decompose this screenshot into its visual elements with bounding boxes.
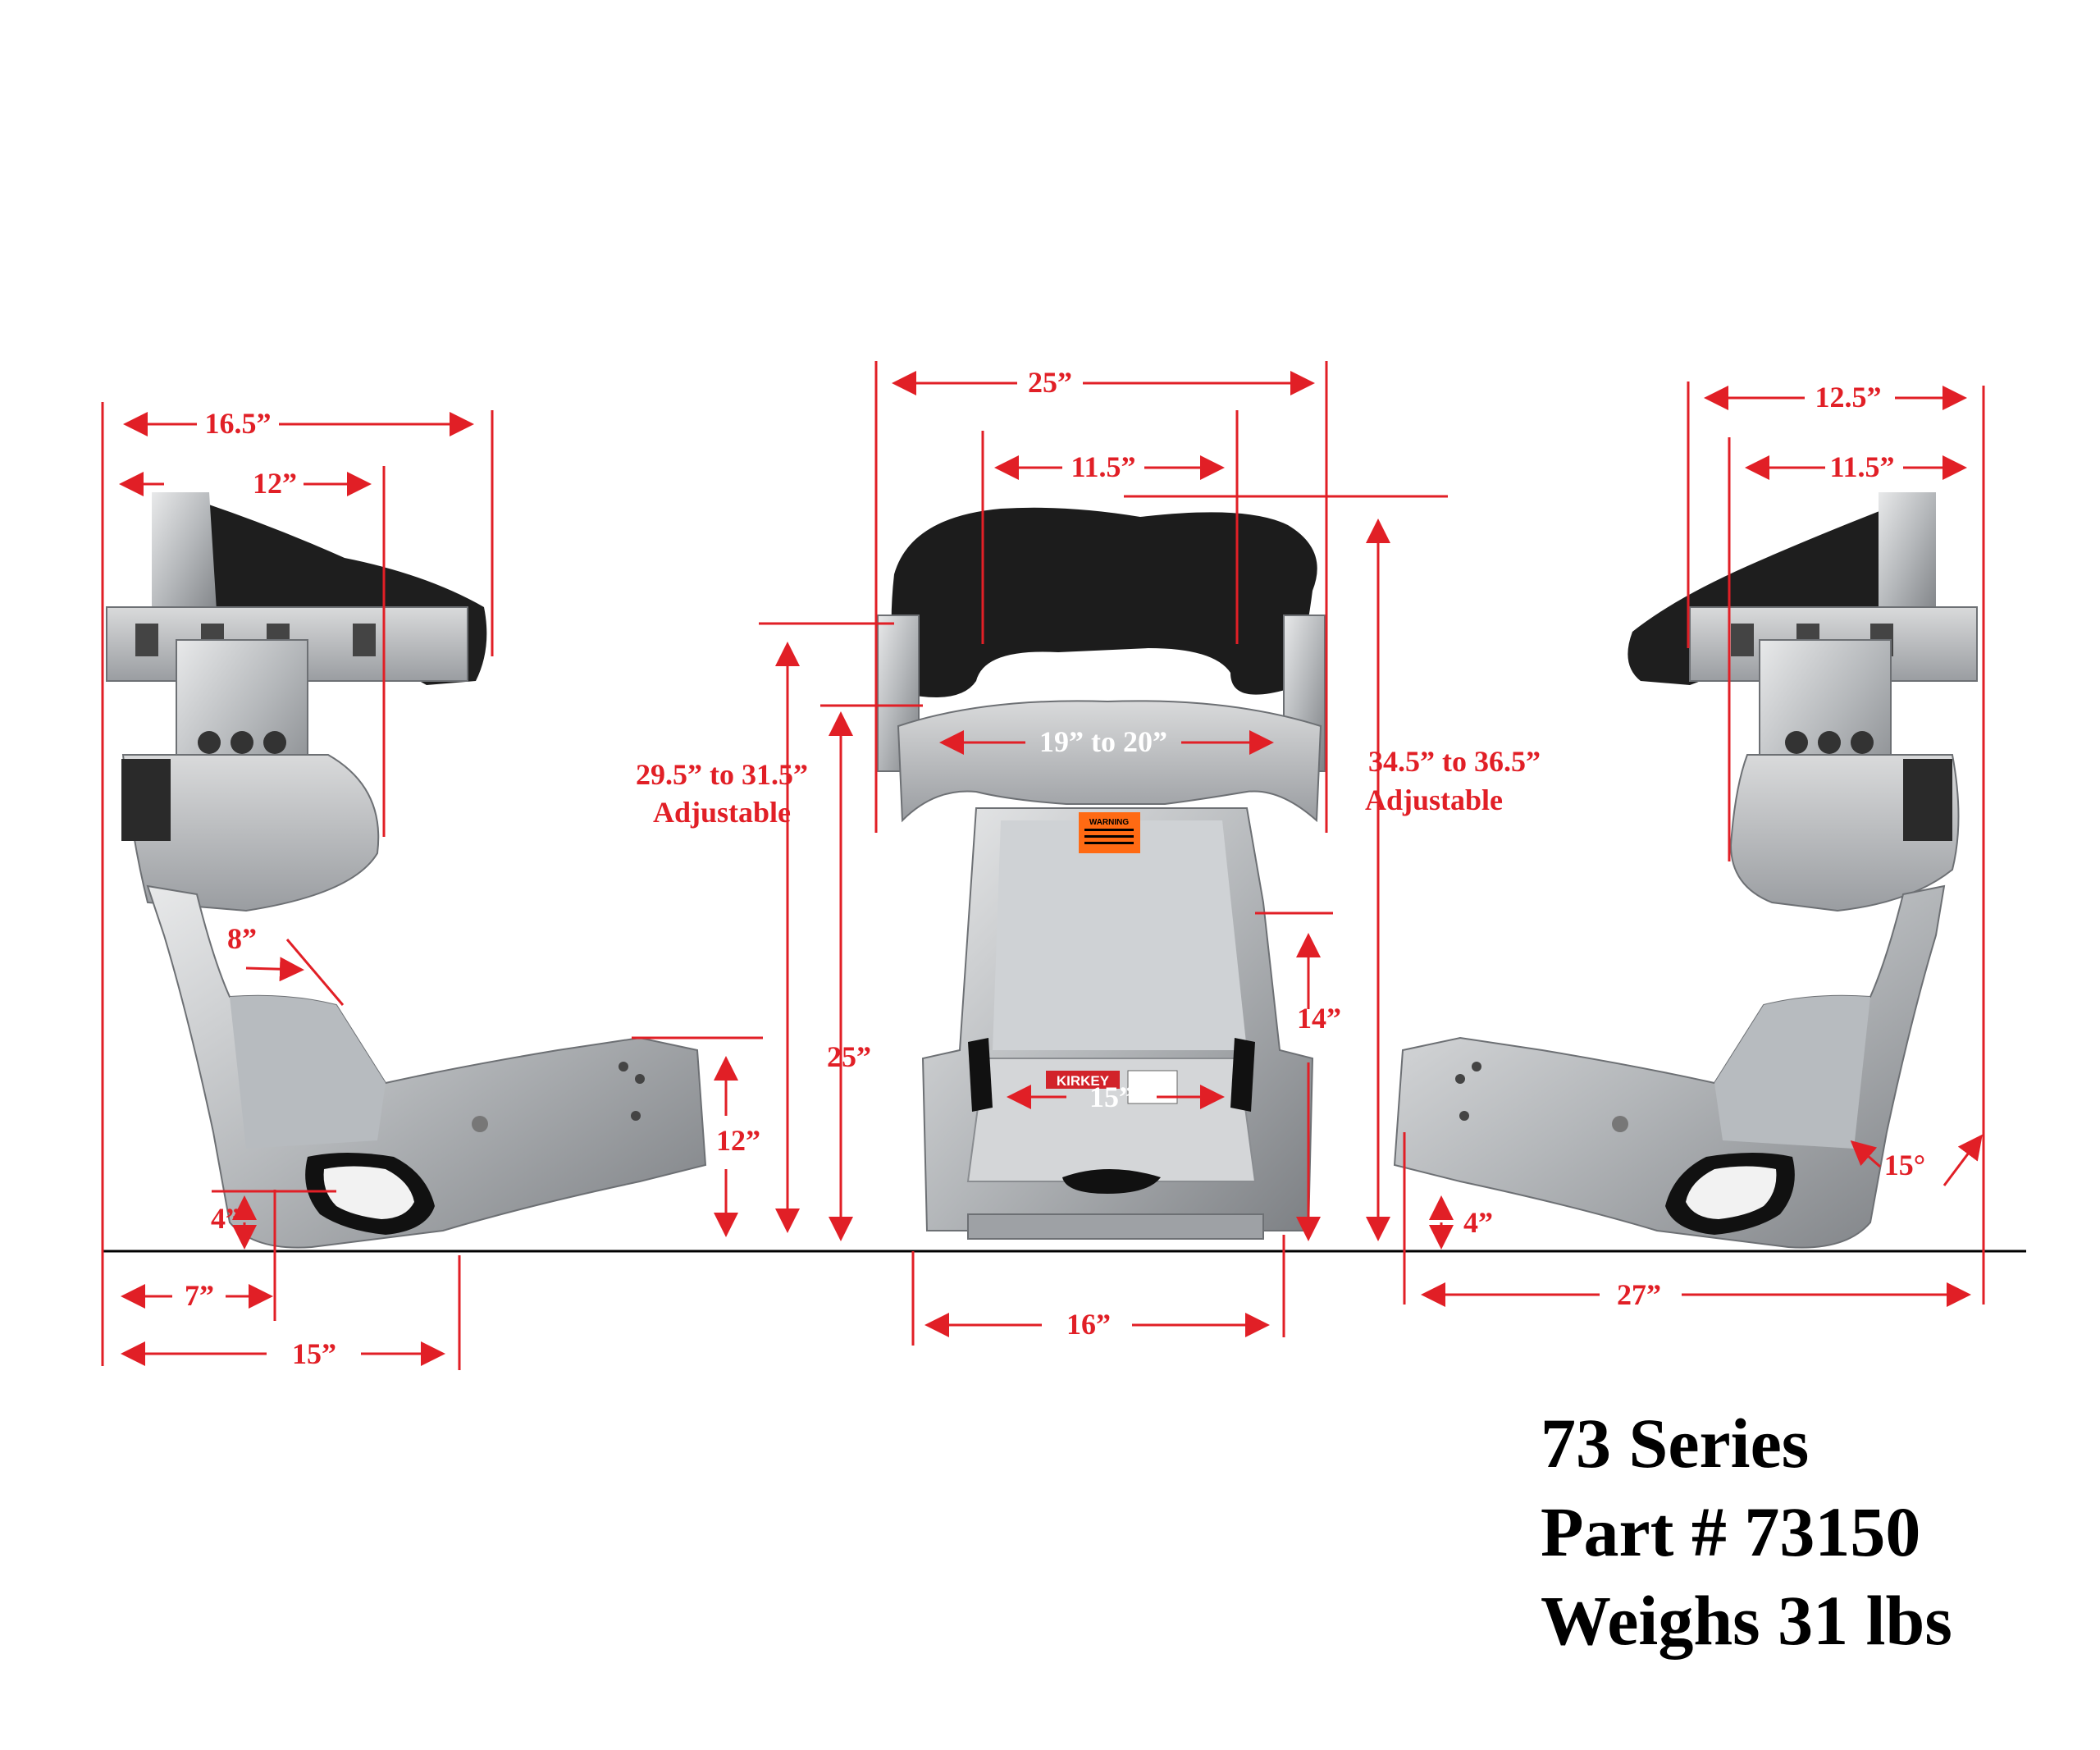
left-side-seat-illustration	[106, 492, 707, 1249]
left-overall-depth-label: 16.5”	[205, 407, 272, 440]
front-shoulder-height-note: Adjustable	[653, 796, 791, 829]
front-overall-width-label: 25”	[1028, 366, 1072, 399]
left-shoulder-offset-label: 8”	[227, 922, 257, 955]
weight-spec: Weighs 31 lbs	[1541, 1581, 1952, 1660]
front-overall-height-note: Adjustable	[1365, 784, 1503, 816]
right-bottom-lift-label: 4”	[1463, 1206, 1493, 1239]
left-front-height-label: 12”	[716, 1124, 760, 1157]
front-headrest-inner-width-label: 11.5”	[1071, 450, 1135, 483]
front-base-width-label: 16”	[1066, 1308, 1111, 1341]
series-title: 73 Series	[1541, 1404, 1810, 1483]
left-headrest-depth-label: 12”	[253, 467, 297, 500]
product-info: 73 Series Part # 73150 Weighs 31 lbs	[1541, 1399, 1952, 1665]
left-bottom-lift-label: 4”	[211, 1202, 240, 1235]
warning-label: WARNING	[1089, 818, 1130, 827]
left-front-offset-label: 7”	[185, 1279, 214, 1312]
front-hip-width-label: 15”	[1089, 1081, 1134, 1113]
right-overall-depth-label: 27”	[1617, 1278, 1661, 1311]
part-number: Part # 73150	[1541, 1492, 1921, 1571]
front-seat-illustration: WARNING KIRKEY	[877, 507, 1326, 1240]
right-recline-angle-label: 15°	[1884, 1149, 1925, 1181]
right-headrest-inner-depth-label: 11.5”	[1829, 450, 1894, 483]
dimension-lines	[101, 361, 1985, 1370]
left-base-depth-label: 15”	[292, 1337, 336, 1370]
brand-label: KIRKEY	[1057, 1073, 1110, 1089]
right-headrest-depth-label: 12.5”	[1815, 381, 1882, 414]
right-side-seat-illustration	[1393, 492, 1978, 1249]
front-side-height-label: 14”	[1297, 1002, 1341, 1035]
front-shoulder-width-label: 19” to 20”	[1039, 725, 1167, 758]
front-overall-height-label: 34.5” to 36.5”	[1368, 745, 1541, 778]
front-shoulder-height-label: 29.5” to 31.5”	[636, 758, 808, 791]
front-back-height-label: 25”	[827, 1040, 871, 1073]
